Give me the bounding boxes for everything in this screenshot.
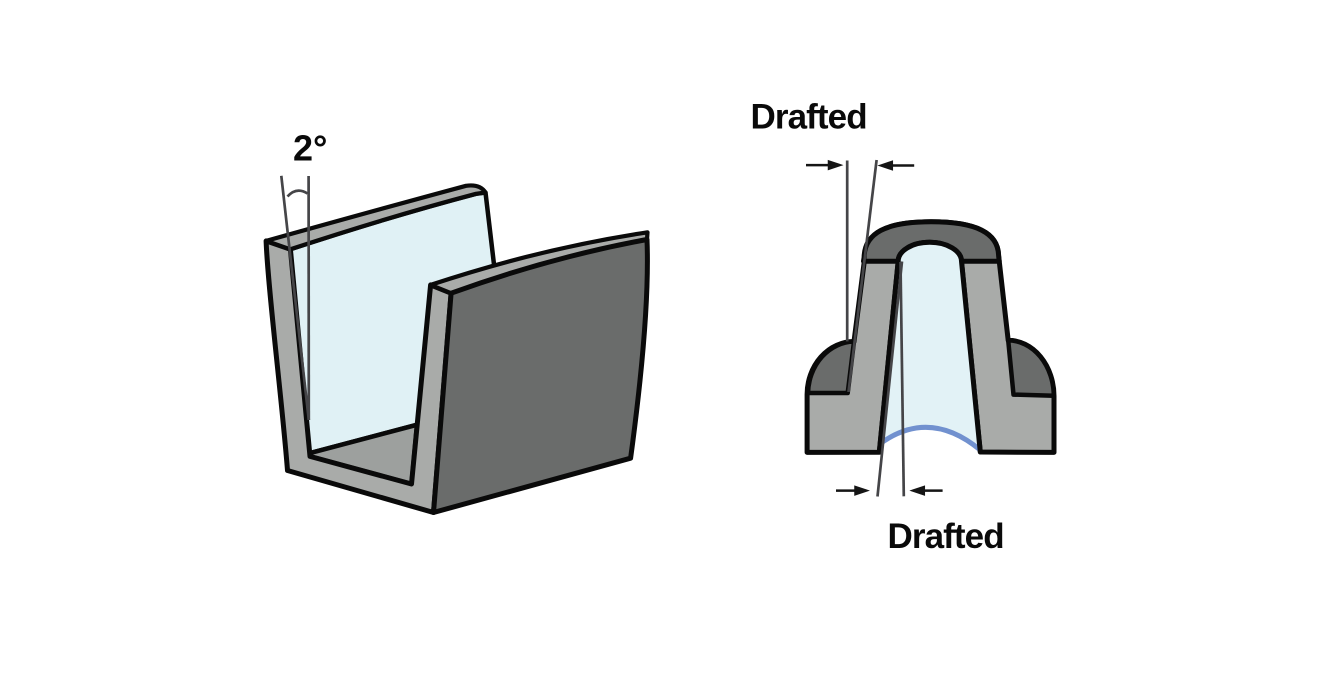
svg-text:Drafted: Drafted	[751, 98, 867, 137]
svg-text:2°: 2°	[293, 128, 327, 169]
svg-text:Drafted: Drafted	[888, 517, 1004, 556]
